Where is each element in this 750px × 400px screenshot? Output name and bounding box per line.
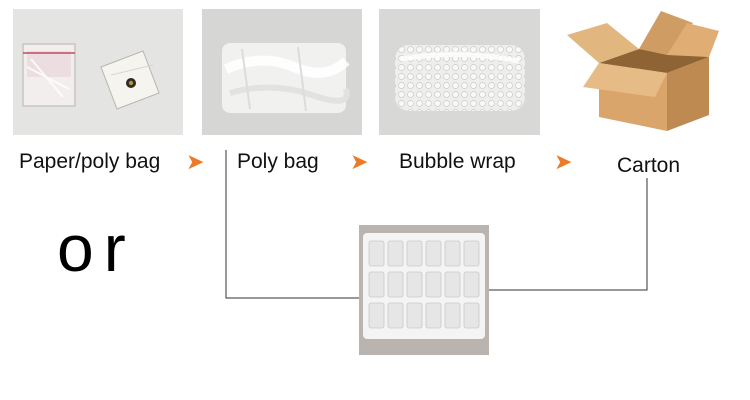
tray-cell <box>387 271 404 298</box>
tray-cell <box>425 240 442 267</box>
arrow-right-icon: ➤ <box>186 149 205 174</box>
poly-bag-photo <box>202 9 362 135</box>
arrow-right-icon: ➤ <box>350 149 369 174</box>
arrow-right-icon: ➤ <box>554 149 573 174</box>
step-label-paper-poly-bag: Paper/poly bag <box>19 150 161 173</box>
tray-cell <box>387 240 404 267</box>
tray-cell <box>368 271 385 298</box>
tray-cell <box>368 240 385 267</box>
step-label-poly-bag: Poly bag <box>237 150 319 173</box>
bubble-wrap-photo <box>379 9 540 135</box>
carton-photo <box>563 5 723 137</box>
tray-cell <box>425 271 442 298</box>
tray-cell <box>425 302 442 329</box>
tray-cell <box>463 271 480 298</box>
blister-tray-photo <box>359 225 489 355</box>
tray-cell <box>444 302 461 329</box>
step-label-bubble-wrap: Bubble wrap <box>399 150 516 173</box>
paper-poly-bag-photo <box>13 9 183 135</box>
tray-cell <box>368 302 385 329</box>
tray-cell <box>444 271 461 298</box>
tray-cell <box>406 271 423 298</box>
or-text: or <box>57 211 136 285</box>
tray-cell <box>444 240 461 267</box>
tray-cell <box>406 240 423 267</box>
step-label-carton: Carton <box>617 154 681 177</box>
tray-cell <box>463 240 480 267</box>
tray-cell <box>387 302 404 329</box>
tray-cell <box>463 302 480 329</box>
tray-cell <box>406 302 423 329</box>
